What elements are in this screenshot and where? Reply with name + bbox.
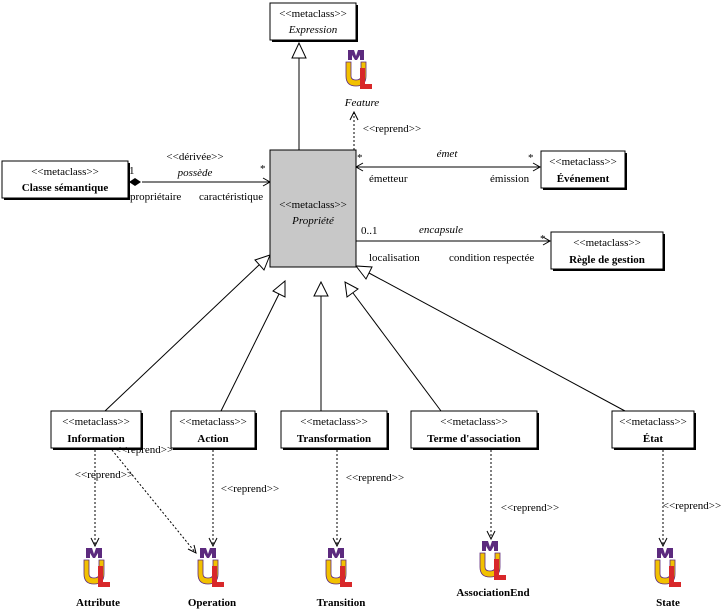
generalization-terme bbox=[352, 292, 442, 412]
stereotype-label: <<metaclass>> bbox=[279, 8, 347, 20]
uml-attribute-label: Attribute bbox=[76, 597, 120, 609]
class-terme-association[interactable]: <<metaclass>> Terme d'association bbox=[410, 410, 539, 450]
encapsule-role-target: condition respectée bbox=[449, 252, 534, 264]
reprend-label: <<reprend>> bbox=[501, 502, 559, 514]
class-name: Règle de gestion bbox=[569, 254, 645, 266]
stereotype-label: <<metaclass>> bbox=[279, 199, 347, 211]
stereotype-label: <<metaclass>> bbox=[179, 416, 247, 428]
stereotype-label: <<metaclass>> bbox=[573, 237, 641, 249]
uml-state-label: State bbox=[656, 597, 680, 609]
reprend-label: <<reprend>> bbox=[75, 469, 133, 481]
class-name: Événement bbox=[557, 173, 610, 185]
stereotype-label: <<metaclass>> bbox=[300, 416, 368, 428]
uml-logo-icon bbox=[83, 547, 111, 588]
class-propriete[interactable]: <<metaclass>> Propriété bbox=[269, 149, 357, 268]
stereotype-label: <<metaclass>> bbox=[62, 416, 130, 428]
reprend-label: <<reprend>> bbox=[221, 483, 279, 495]
emet-mult-source: * bbox=[357, 152, 363, 164]
class-expression[interactable]: <<metaclass>> Expression bbox=[269, 2, 358, 42]
possede-role-source: propriétaire bbox=[130, 191, 181, 203]
encapsule-name: encapsule bbox=[419, 224, 463, 236]
uml-feature-label: Feature bbox=[344, 97, 380, 109]
uml-logo-icon bbox=[197, 547, 225, 588]
dependency-information-operation bbox=[111, 449, 196, 553]
class-name: Propriété bbox=[291, 215, 335, 227]
reprend-label: <<reprend>> bbox=[363, 123, 421, 135]
uml-associationend-label: AssociationEnd bbox=[456, 587, 529, 599]
reprend-label: <<reprend>> bbox=[115, 444, 173, 456]
generalization-etat bbox=[368, 272, 626, 412]
stereotype-label: <<metaclass>> bbox=[619, 416, 687, 428]
class-name: Expression bbox=[288, 24, 338, 36]
edges bbox=[90, 41, 668, 554]
edge-labels: <<reprend>> <<dérivée>> possède 1 * prop… bbox=[75, 123, 721, 514]
class-information[interactable]: <<metaclass>> Information bbox=[50, 410, 143, 450]
class-name: État bbox=[643, 433, 664, 445]
uml-logo-icon bbox=[479, 540, 507, 581]
class-etat[interactable]: <<metaclass>> État bbox=[611, 410, 696, 450]
stereotype-label: <<metaclass>> bbox=[440, 416, 508, 428]
class-name: Classe sémantique bbox=[22, 182, 109, 194]
class-name: Action bbox=[197, 433, 228, 445]
class-name: Terme d'association bbox=[427, 433, 520, 445]
possede-stereotype: <<dérivée>> bbox=[166, 151, 223, 163]
class-name: Information bbox=[67, 433, 124, 445]
encapsule-mult-source: 0..1 bbox=[361, 225, 378, 237]
uml-transition-label: Transition bbox=[317, 597, 366, 609]
generalization-information bbox=[104, 264, 260, 412]
possede-mult-target: * bbox=[260, 163, 266, 175]
stereotype-label: <<metaclass>> bbox=[549, 156, 617, 168]
emet-role-target: émission bbox=[490, 173, 530, 185]
encapsule-role-source: localisation bbox=[369, 252, 420, 264]
dependency-arrowhead bbox=[349, 110, 359, 121]
uml-logo-icon bbox=[345, 49, 373, 90]
possede-name: possède bbox=[177, 167, 213, 179]
class-classe-semantique[interactable]: <<metaclass>> Classe sémantique bbox=[1, 160, 130, 200]
emet-name: émet bbox=[437, 148, 459, 160]
possede-role-target: caractéristique bbox=[199, 191, 263, 203]
class-regle-gestion[interactable]: <<metaclass>> Règle de gestion bbox=[550, 231, 665, 271]
stereotype-label: <<metaclass>> bbox=[31, 166, 99, 178]
uml-logo-icon bbox=[325, 547, 353, 588]
class-name: Transformation bbox=[297, 433, 371, 445]
generalization-arrowhead bbox=[291, 41, 307, 59]
emet-mult-target: * bbox=[528, 152, 534, 164]
reprend-label: <<reprend>> bbox=[663, 500, 721, 512]
class-evenement[interactable]: <<metaclass>> Événement bbox=[540, 150, 627, 190]
emet-role-source: émetteur bbox=[369, 173, 408, 185]
class-transformation[interactable]: <<metaclass>> Transformation bbox=[280, 410, 389, 450]
composition-diamond bbox=[129, 178, 141, 186]
generalization-action bbox=[220, 293, 280, 412]
uml-logo-icon bbox=[654, 547, 682, 588]
reprend-label: <<reprend>> bbox=[346, 472, 404, 484]
encapsule-mult-target: * bbox=[540, 233, 546, 245]
possede-mult-source: 1 bbox=[129, 165, 135, 177]
uml-operation-label: Operation bbox=[188, 597, 236, 609]
class-action[interactable]: <<metaclass>> Action bbox=[170, 410, 257, 450]
